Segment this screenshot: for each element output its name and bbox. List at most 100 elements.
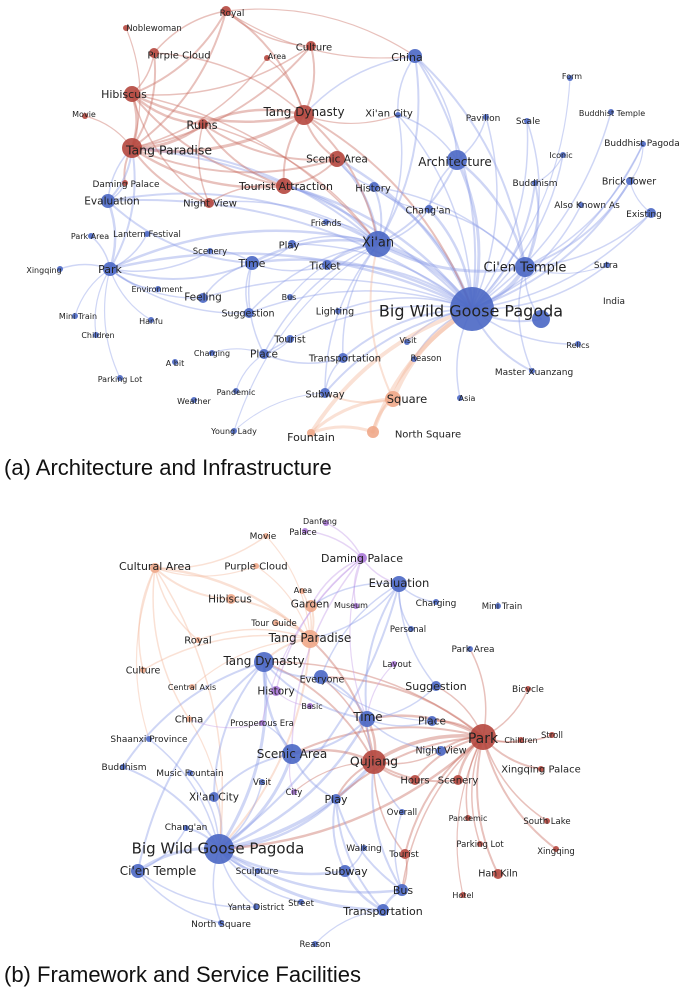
network-a-node-master-xuanzang (529, 368, 535, 374)
network-b-edge (320, 676, 484, 738)
network-a-edge (471, 212, 652, 310)
network-a-node-tourist-attraction (276, 178, 292, 194)
network-a-label-environment: Environment (131, 285, 182, 294)
network-b-node-hotel (460, 892, 466, 898)
network-b-edge (304, 530, 363, 559)
network-a-label-hanfu: Hanfu (139, 317, 163, 326)
network-a-label-purple-cloud: Purple Cloud (147, 51, 210, 62)
network-a-node-transportation (338, 353, 348, 363)
network-b-edge (469, 648, 487, 738)
network-a-edge (309, 397, 395, 435)
network-b-label-personal: Personal (390, 625, 426, 635)
network-a-label-visit: Visit (399, 336, 416, 345)
network-b-label-bicycle: Bicycle (512, 685, 544, 695)
network-a-node-culture (306, 41, 316, 51)
network-a-node-also-known-as (578, 202, 584, 208)
network-a-label-cien-temple: Ci'en Temple (484, 261, 567, 276)
network-b-edge (263, 661, 484, 738)
network-a-node-form (567, 75, 573, 81)
network-b-label-music-fountain: Music Fountain (156, 769, 224, 779)
network-b-edge (197, 628, 311, 641)
network-b-node-shaanxi-province (146, 736, 152, 742)
network-b-node-danfeng (323, 520, 329, 526)
network-a-node-china (408, 49, 422, 63)
network-b-label-play: Play (325, 793, 348, 806)
network-a-edge (109, 268, 250, 314)
network-a-node-reason (411, 356, 417, 362)
network-a-label-park-area: Park Area (71, 232, 109, 241)
network-a-edge (131, 93, 210, 204)
network-b-label-park-area: Park Area (451, 645, 494, 655)
network-b-label-everyone: Everyone (300, 674, 345, 685)
network-a-edge (131, 147, 473, 310)
network-b-node-parking-lot (477, 841, 483, 847)
network-b-label-hibiscus: Hibiscus (208, 594, 252, 606)
network-a-edge (131, 147, 379, 245)
network-a-edge (250, 258, 474, 311)
network-a-edge (130, 113, 306, 153)
network-b-node-night-view (436, 746, 446, 756)
network-b-edge (263, 661, 375, 763)
network-a-label-fountain: Fountain (287, 431, 335, 444)
network-a-label-subway: Subway (305, 390, 344, 401)
network-a-label-lighting: Lighting (316, 306, 354, 317)
network-a-node-lighting (335, 308, 341, 314)
network-a-label-mini-train: Mini Train (59, 312, 97, 321)
network-a-edge (471, 111, 612, 310)
network-a-edge (309, 425, 375, 435)
network-a-node-time (245, 256, 259, 270)
network-b-label-overall: Overall (387, 808, 417, 818)
network-b-edge (142, 634, 311, 671)
network-a-edge (131, 93, 379, 245)
network-b-label-pandemic: Pandemic (449, 814, 488, 823)
network-b-node-cultural-area (150, 563, 160, 573)
network-b-node-place (427, 716, 437, 726)
network-b-label-north-square: North Square (191, 920, 251, 930)
network-b-node-china (186, 716, 192, 722)
network-a-edge (131, 10, 227, 149)
network-a-label-transportation: Transportation (308, 354, 381, 365)
network-a-node-changan (425, 205, 433, 213)
network-b-edge (217, 847, 385, 912)
network-a-label-evaluation: Evaluation (84, 196, 139, 208)
network-b-label-hotel: Hotel (452, 891, 473, 900)
network-b-edge (398, 583, 437, 687)
network-b-label-basic: Basic (301, 702, 322, 711)
network-a-node-relics (575, 341, 581, 347)
network-a-edge (291, 243, 473, 310)
network-b-label-han-kiln: Han Kiln (478, 868, 518, 879)
network-a-edge (153, 10, 227, 54)
network-a-label-brick-tower: Brick Tower (602, 176, 656, 187)
network-a-node-ticket (322, 260, 332, 270)
network-b-node-museum (353, 603, 359, 609)
network-a-edge (524, 212, 652, 268)
network-b-edge (404, 736, 484, 855)
network-a-node-feeling (198, 293, 208, 303)
network-b-label-xian-city: Xi'an City (189, 792, 239, 804)
network-a-node-mini-train (72, 313, 78, 319)
network-b-edge (217, 760, 376, 851)
network-b-node-stroll (549, 732, 555, 738)
network-b-edge (188, 718, 222, 850)
network-b-label-scenic-area: Scenic Area (257, 747, 328, 761)
network-a-node-cien-temple (515, 257, 535, 277)
network-a-node-lantern-festival (144, 231, 150, 237)
network-a-edge (107, 200, 253, 264)
network-b-label-yanta-district: Yanta District (227, 903, 285, 913)
network-a-label-tang-dynasty: Tang Dynasty (262, 105, 344, 119)
network-a-label-square: Square (387, 392, 428, 406)
network-b-node-tourist (400, 849, 410, 859)
network-a-node-sutra (604, 262, 610, 268)
network-a-node-buddhist-pagoda (640, 141, 646, 147)
network-b-edge (365, 714, 485, 739)
network-a-label-reason: Reason (411, 354, 442, 364)
network-a-label-scale: Scale (516, 117, 541, 127)
network-b-edge (291, 726, 484, 755)
network-b-edge (154, 567, 224, 850)
network-a-edge (107, 199, 473, 310)
network-a-node-children (93, 332, 99, 338)
network-a-edge (248, 290, 473, 314)
network-b-label-children: Children (504, 736, 537, 745)
network-b-edge (476, 736, 499, 875)
network-a-node-evaluation (101, 194, 115, 208)
